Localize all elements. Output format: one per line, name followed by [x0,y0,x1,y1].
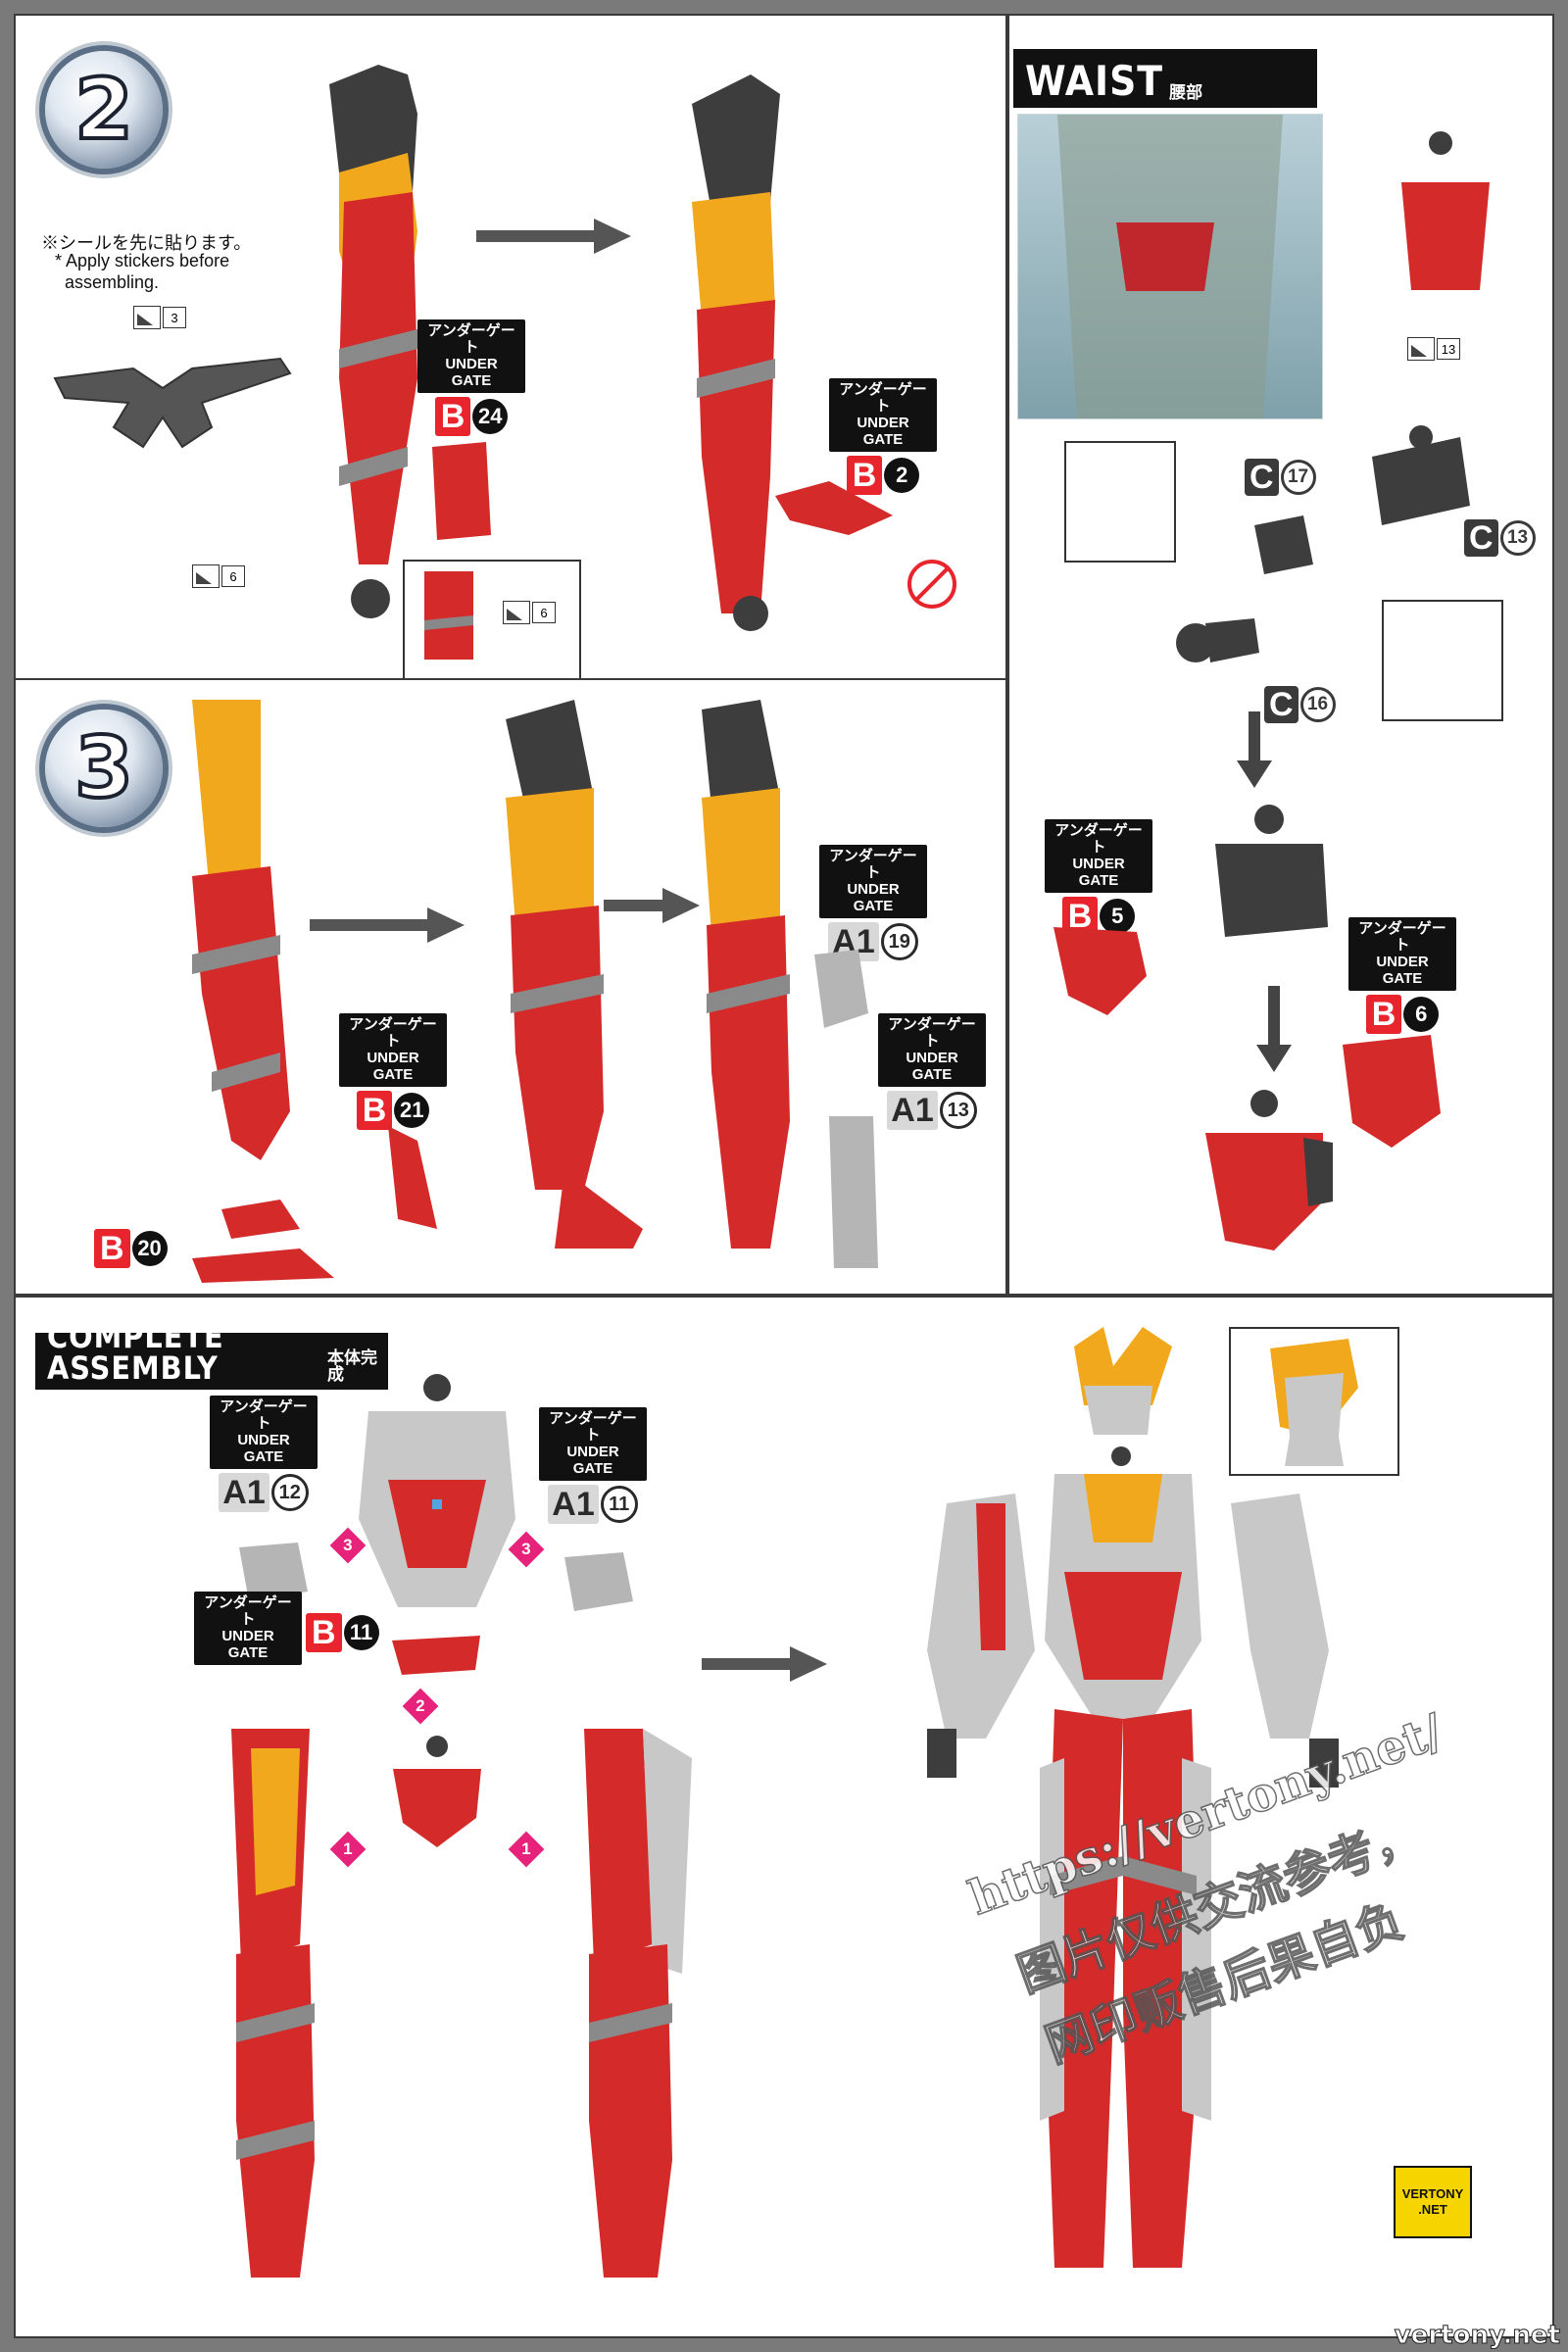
ankle-detail-figure [424,571,473,660]
part-b24-piece [432,442,491,540]
part-a19-piece [814,950,868,1028]
head-detail-figure [1270,1339,1358,1466]
part-b20-piece [192,1200,334,1283]
part-a12-piece [239,1543,308,1601]
step-3-badge: 3 [45,710,163,827]
part-b2-piece [775,481,893,535]
order-2: 2 [402,1688,439,1725]
c16-detail-box [1382,600,1503,721]
waist-c17-piece [1254,515,1313,574]
part-a13-piece [829,1116,878,1268]
part-b21-piece [388,1126,437,1229]
final-figure [927,1327,1339,2268]
ca-torso [359,1374,515,1607]
waist-sticker-13: 13 [1407,337,1460,361]
waist-reference-photo [1017,114,1323,419]
sticker-ref-3: 3 [133,306,186,329]
ca-waist-piece [393,1736,481,1847]
waist-down-arrow-2 [1256,986,1292,1072]
sticker-ref-6b: 6 [503,601,556,624]
no-cut-icon [907,560,956,609]
sticker-icon [133,306,161,329]
step3-leg-2 [506,700,643,1249]
step2-arrow [476,219,631,254]
c17-detail-box [1064,441,1176,563]
step3-leg-3 [702,700,790,1249]
footer-url: vertony.net [1394,2321,1560,2351]
part-b6-piece [1343,1035,1441,1148]
waist-down-arrow-1 [1237,711,1272,788]
step3-arrow-1 [310,907,465,943]
ankle-detail-box: 6 [403,560,581,678]
head-detail-box [1229,1327,1399,1476]
sticker-note-en-2: assembling. [65,272,160,292]
part-a11-piece [564,1552,633,1611]
waist-photo-figure [1057,115,1283,418]
vertony-logo: VERTONY.NET [1394,2166,1472,2238]
part-b5-piece [1054,927,1147,1015]
step3-leg-1 [192,700,290,1160]
sticker-note-en-1: * Apply stickers before [55,251,230,270]
waist-c13-piece [1372,425,1470,525]
part-b11-piece [392,1636,480,1675]
step2-leg-left [329,65,417,618]
waist-detail-part [1401,131,1490,290]
step2-panel: 2 ※シールを先に貼ります。 * Apply stickers before a… [14,14,1007,680]
step3-arrow-2 [604,888,700,923]
ca-leg-left [231,1729,315,2278]
sticker-sheet [53,357,292,449]
waist-core-piece [1215,805,1328,937]
sticker-note-jp: ※シールを先に貼ります。 [41,233,252,253]
complete-assembly-arrow [702,1646,827,1682]
step-2-badge: 2 [45,51,163,169]
step2-leg-right [692,74,780,631]
waist-c16-piece [1176,618,1259,662]
sticker-ref-6a: 6 [192,564,245,588]
ca-leg-right [584,1729,692,2278]
order-1-right: 1 [508,1831,545,1868]
waist-assembled-piece [1205,1090,1333,1250]
